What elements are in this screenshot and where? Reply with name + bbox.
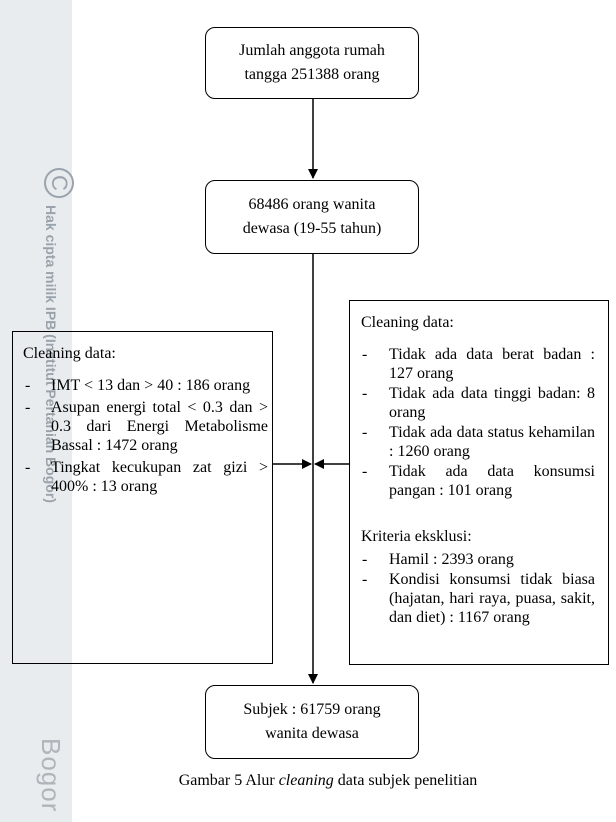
box3-line2: wanita dewasa <box>265 725 359 742</box>
caption-emphasis: cleaning <box>278 772 334 789</box>
box3-line1: Subjek : 61759 orang <box>243 701 381 718</box>
box-household-members: Jumlah anggota rumah tangga 251388 orang <box>205 27 419 99</box>
right-cleaning-panel: Cleaning data: Tidak ada data berat bada… <box>349 300 609 665</box>
right-panel-list: Tidak ada data berat badan : 127 orang T… <box>360 345 595 500</box>
box2-line1: 68486 orang wanita <box>248 196 376 213</box>
list-item: Tidak ada data tinggi badan: 8 orang <box>360 384 595 422</box>
list-item: Kondisi konsumsi tidak biasa (hajatan, h… <box>360 570 595 627</box>
left-panel-list: IMT < 13 dan > 40 : 186 orang Asupan ene… <box>23 376 268 496</box>
right-panel-heading: Cleaning data: <box>361 314 454 331</box>
list-item: Tidak ada data berat badan : 127 orang <box>360 345 595 383</box>
figure-caption: Gambar 5 Alur cleaning data subjek penel… <box>0 772 616 790</box>
box-adult-women: 68486 orang wanita dewasa (19-55 tahun) <box>205 180 419 254</box>
caption-prefix: Gambar 5 Alur <box>178 772 279 789</box>
box1-line1: Jumlah anggota rumah <box>239 42 385 59</box>
left-panel-heading: Cleaning data: <box>23 345 116 362</box>
list-item: Hamil : 2393 orang <box>360 550 595 569</box>
list-item: Tidak ada data konsumsi pangan : 101 ora… <box>360 462 595 500</box>
box-final-subjects: Subjek : 61759 orang wanita dewasa <box>205 685 419 759</box>
list-item: Asupan energi total < 0.3 dan > 0.3 dari… <box>23 398 268 455</box>
list-item: Tingkat kecukupan zat gizi > 400% : 13 o… <box>23 458 268 496</box>
left-cleaning-panel: Cleaning data: IMT < 13 dan > 40 : 186 o… <box>12 331 273 664</box>
box2-line2: dewasa (19-55 tahun) <box>242 220 382 237</box>
caption-suffix: data subjek penelitian <box>333 772 478 789</box>
exclusion-heading: Kriteria eksklusi: <box>361 528 472 545</box>
exclusion-list: Hamil : 2393 orang Kondisi konsumsi tida… <box>360 550 595 627</box>
box1-line2: tangga 251388 orang <box>244 66 380 83</box>
list-item: IMT < 13 dan > 40 : 186 orang <box>23 376 268 395</box>
list-item: Tidak ada data status kehamilan : 1260 o… <box>360 423 595 461</box>
